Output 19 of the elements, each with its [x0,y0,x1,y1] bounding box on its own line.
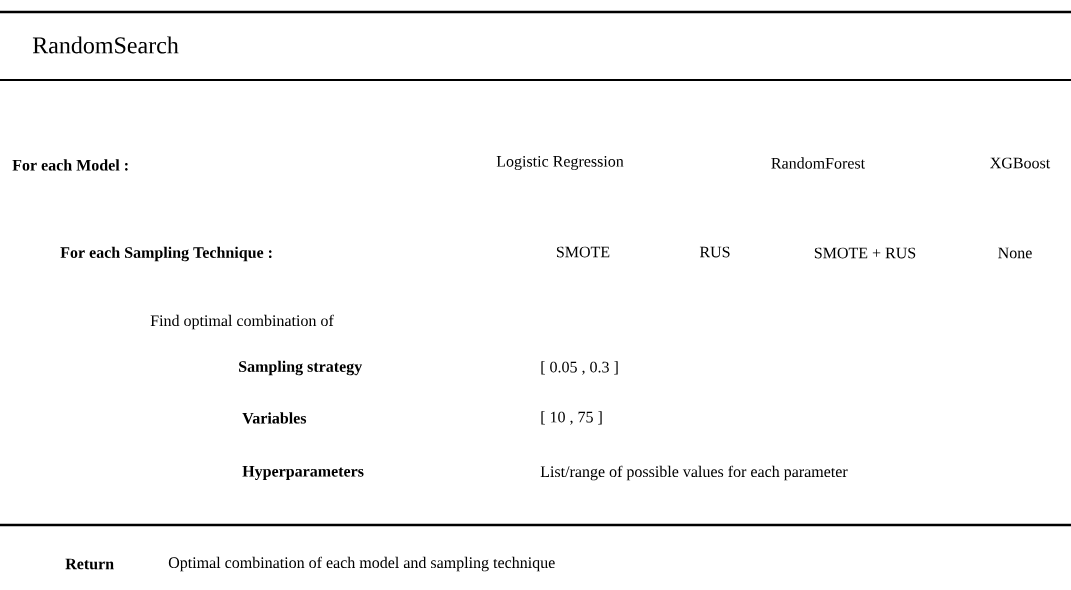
label-text: None [998,247,1032,259]
label-text: XGBoost [990,157,1051,169]
label-text: [ 10 , 75 ] [541,411,602,425]
label-text: Sampling strategy [239,360,363,376]
label-text: [ 0.05 , 0.3 ] [541,361,618,375]
label-text: For each Model : [12,159,128,171]
heading: RandomSearch [32,36,179,54]
label-text: Find optimal combination of [150,314,334,330]
label-text: List/range of possible values for each parameter [540,465,848,481]
label-text: SMOTE [556,246,610,258]
label-text: SMOTE + RUS [814,247,916,259]
label-text: Logistic Regression [496,156,624,171]
label-text: For each Sampling Technique : [60,246,272,262]
label-text: Variables [242,412,307,424]
label-text: RandomForest [771,157,865,169]
label-text: Hyperparameters [242,466,364,480]
label-text: Optimal combination of each model and sampling technique [168,556,555,572]
label-text: RUS [699,246,730,258]
label-text: Return [65,558,114,570]
